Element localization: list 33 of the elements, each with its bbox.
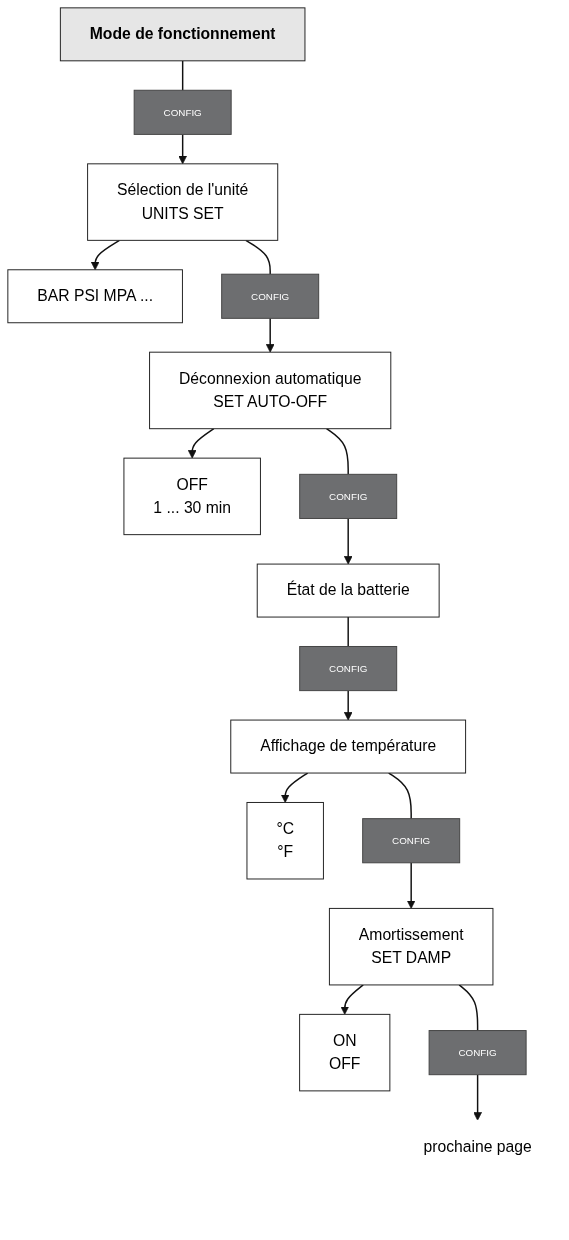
connector	[458, 984, 479, 1032]
arrow	[340, 984, 364, 1015]
connector	[181, 60, 184, 91]
node-box: CONFIG	[133, 89, 232, 135]
node-box: BAR PSI MPA ...	[7, 269, 183, 324]
arrow	[406, 862, 416, 909]
node-box: Affichage de température	[230, 719, 467, 774]
node-text: prochaine page	[423, 1137, 532, 1155]
arrow	[343, 689, 353, 721]
node-box: CONFIG	[362, 818, 461, 864]
node-box: État de la batterie	[256, 563, 440, 618]
arrow	[265, 317, 275, 353]
connector	[325, 427, 349, 476]
arrow	[178, 133, 187, 165]
node-box: Déconnexion automatique SET AUTO-OFF	[149, 351, 392, 430]
node-box: CONFIG	[428, 1030, 527, 1076]
node-box: OFF 1 ... 30 min	[123, 457, 261, 536]
node-box: °C °F	[246, 801, 324, 880]
node-box: Mode de fonctionnement	[59, 7, 306, 62]
node-box: Amortissement SET DAMP	[328, 907, 494, 986]
arrow	[280, 772, 309, 803]
node-box: CONFIG	[299, 646, 398, 692]
node-box: Sélection de l'unité UNITS SET	[87, 163, 279, 241]
arrow	[473, 1073, 482, 1121]
arrow	[90, 239, 121, 271]
connector	[245, 239, 271, 275]
node-box: CONFIG	[221, 273, 320, 319]
node-box: ON OFF	[299, 1013, 391, 1092]
node-box: CONFIG	[299, 473, 398, 519]
connector	[347, 616, 349, 648]
arrow	[343, 517, 353, 565]
connector	[387, 772, 412, 820]
arrow	[187, 427, 215, 459]
